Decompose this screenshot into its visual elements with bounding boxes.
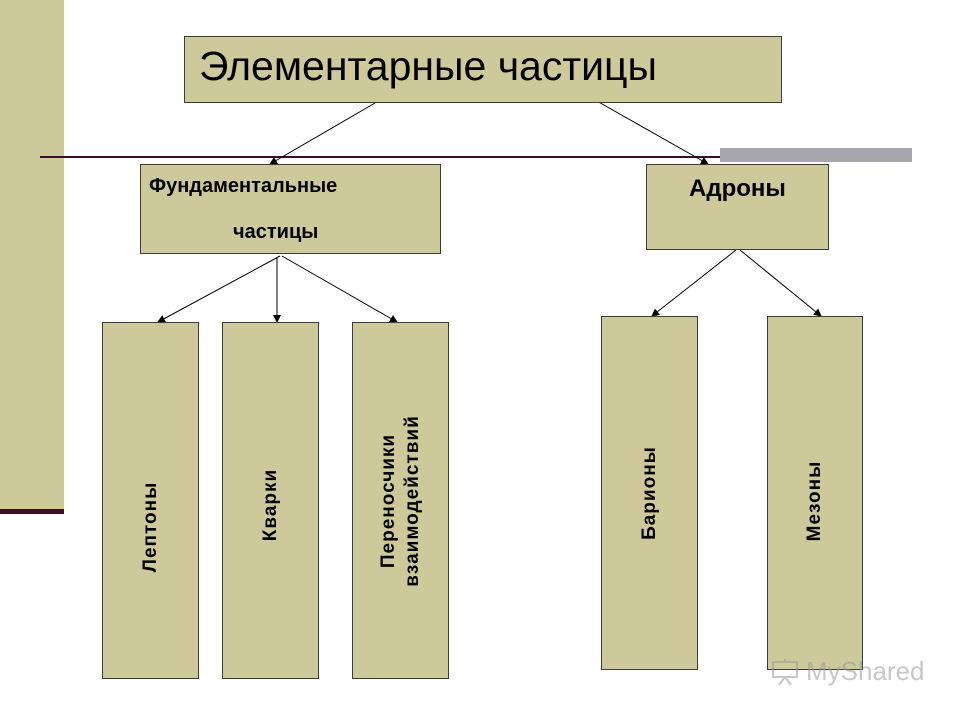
- baryons-label: Барионы: [638, 446, 660, 540]
- left-decor-bar-base: [0, 509, 64, 514]
- arrow-title-to-hadrons: [587, 95, 709, 165]
- quarks-box: Кварки: [222, 322, 319, 679]
- fundamental-label-line2: частицы: [233, 221, 319, 243]
- arrow-hadrons-to-mesons: [739, 249, 822, 317]
- horizontal-rule: [40, 156, 912, 158]
- arrow-title-to-fundamental: [269, 102, 376, 165]
- watermark-text: MyShared: [806, 656, 925, 686]
- hadrons-label: Адроны: [689, 175, 786, 202]
- carriers-label: Переносчики взаимодействий: [377, 415, 425, 587]
- mesons-box: Мезоны: [767, 316, 863, 670]
- carriers-label-line2: взаимодействий: [401, 414, 423, 587]
- fundamental-particles-box: Фундаментальные частицы: [140, 164, 441, 254]
- projector-icon: [772, 658, 798, 686]
- watermark: MyShared: [770, 656, 925, 687]
- left-decor-bar: [0, 0, 64, 512]
- fundamental-label-line1: Фундаментальные: [149, 175, 338, 197]
- carriers-label-line1: Переносчики: [377, 433, 399, 568]
- grey-accent-strip: [720, 148, 912, 162]
- leptons-box: Лептоны: [102, 322, 199, 679]
- mesons-label: Мезоны: [804, 460, 825, 542]
- arrow-fundamental-to-leptons: [157, 255, 281, 323]
- hadrons-box: Адроны: [646, 164, 829, 250]
- leptons-label: Лептоны: [139, 481, 161, 572]
- title-box: Элементарные частицы: [184, 36, 782, 103]
- interaction-carriers-box: Переносчики взаимодействий: [352, 322, 449, 679]
- baryons-box: Барионы: [601, 316, 698, 670]
- quarks-label: Кварки: [259, 468, 281, 541]
- arrow-fundamental-to-carriers: [281, 255, 398, 323]
- arrow-hadrons-to-baryons: [651, 249, 737, 317]
- diagram-title: Элементарные частицы: [199, 43, 657, 89]
